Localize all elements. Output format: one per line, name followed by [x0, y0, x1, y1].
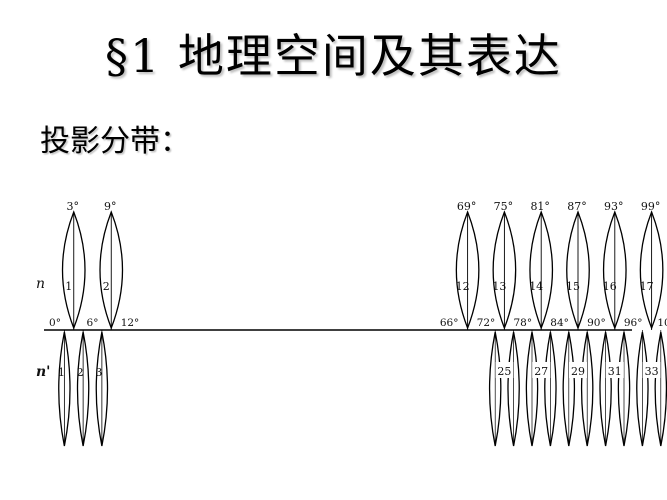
slide-title: §1 地理空间及其表达 — [105, 29, 562, 83]
tick-backdrop — [658, 316, 667, 328]
label-backdrop — [569, 362, 587, 378]
slide-subtitle: 投影分带： — [40, 124, 190, 159]
central-meridian-label: 69° — [457, 200, 477, 213]
label-backdrop — [532, 362, 551, 378]
axis-tick-label: 102° — [657, 317, 667, 329]
zone-number-6deg: 1 — [65, 280, 72, 293]
axis-tick-label: 0° — [49, 317, 61, 329]
label-backdrop — [605, 362, 624, 378]
zone-number-6deg: 17 — [640, 280, 654, 293]
zone-number-6deg: 15 — [566, 280, 580, 293]
tick-backdrop — [584, 316, 609, 328]
central-meridian-label: 99° — [641, 200, 661, 213]
zone-number-6deg: 12 — [456, 280, 470, 293]
label-backdrop — [495, 362, 514, 378]
tick-backdrop — [43, 316, 67, 328]
zone-number-6deg: 13 — [492, 280, 506, 293]
axis-tick-label: 78° — [513, 317, 532, 329]
zone-number-3deg: 31 — [608, 365, 622, 378]
zone-number-3deg: 2 — [77, 366, 84, 379]
zone-number-6deg: 16 — [603, 280, 617, 293]
upper-gores-6-degree: 3°19°269°1275°1381°1487°1593°1699°17105°… — [61, 200, 664, 330]
central-meridian-label: 75° — [494, 200, 514, 213]
zone-number-3deg: 29 — [571, 365, 585, 378]
tick-backdrop — [547, 316, 572, 328]
zone-number-3deg: 1 — [58, 366, 65, 379]
central-meridian-label: 93° — [604, 200, 624, 213]
row-label-n: n — [36, 276, 45, 292]
axis-tick-label: 6° — [87, 317, 99, 329]
zone-number-6deg: 14 — [529, 280, 543, 293]
zone-number-3deg: 25 — [497, 365, 511, 378]
tick-backdrop — [80, 316, 105, 328]
central-meridian-label: 3° — [67, 200, 80, 213]
tick-backdrop — [118, 316, 142, 328]
axis-tick-label: 12° — [121, 317, 140, 329]
axis-tick-label: 84° — [550, 317, 569, 329]
row-label-n-prime: n' — [36, 364, 50, 380]
zone-number-3deg: 3 — [95, 366, 102, 379]
axis-tick-label: 72° — [477, 317, 496, 329]
projection-zone-diagram: n n' 3°19°269°1275°1381°1487°1593°1699°1… — [36, 200, 667, 447]
tick-backdrop — [474, 316, 498, 328]
zone-number-3deg: 27 — [534, 365, 548, 378]
meridian-tick-labels: 0°6°12°66°72°78°84°90°96°102°108°114°120… — [43, 316, 667, 329]
tick-backdrop — [621, 316, 646, 328]
zone-number-3deg: 33 — [645, 365, 659, 378]
central-meridian-label: 9° — [104, 200, 117, 213]
axis-tick-label: 66° — [440, 317, 459, 329]
zone-number-6deg: 2 — [103, 280, 110, 293]
axis-tick-label: 90° — [587, 317, 606, 329]
tick-backdrop — [437, 316, 462, 328]
tick-backdrop — [510, 316, 535, 328]
axis-tick-label: 96° — [624, 317, 643, 329]
lower-gores-3-degree: 1232527293133353739414345 — [58, 330, 667, 447]
central-meridian-label: 87° — [567, 200, 587, 213]
central-meridian-label: 81° — [530, 200, 550, 213]
label-backdrop — [642, 362, 661, 378]
